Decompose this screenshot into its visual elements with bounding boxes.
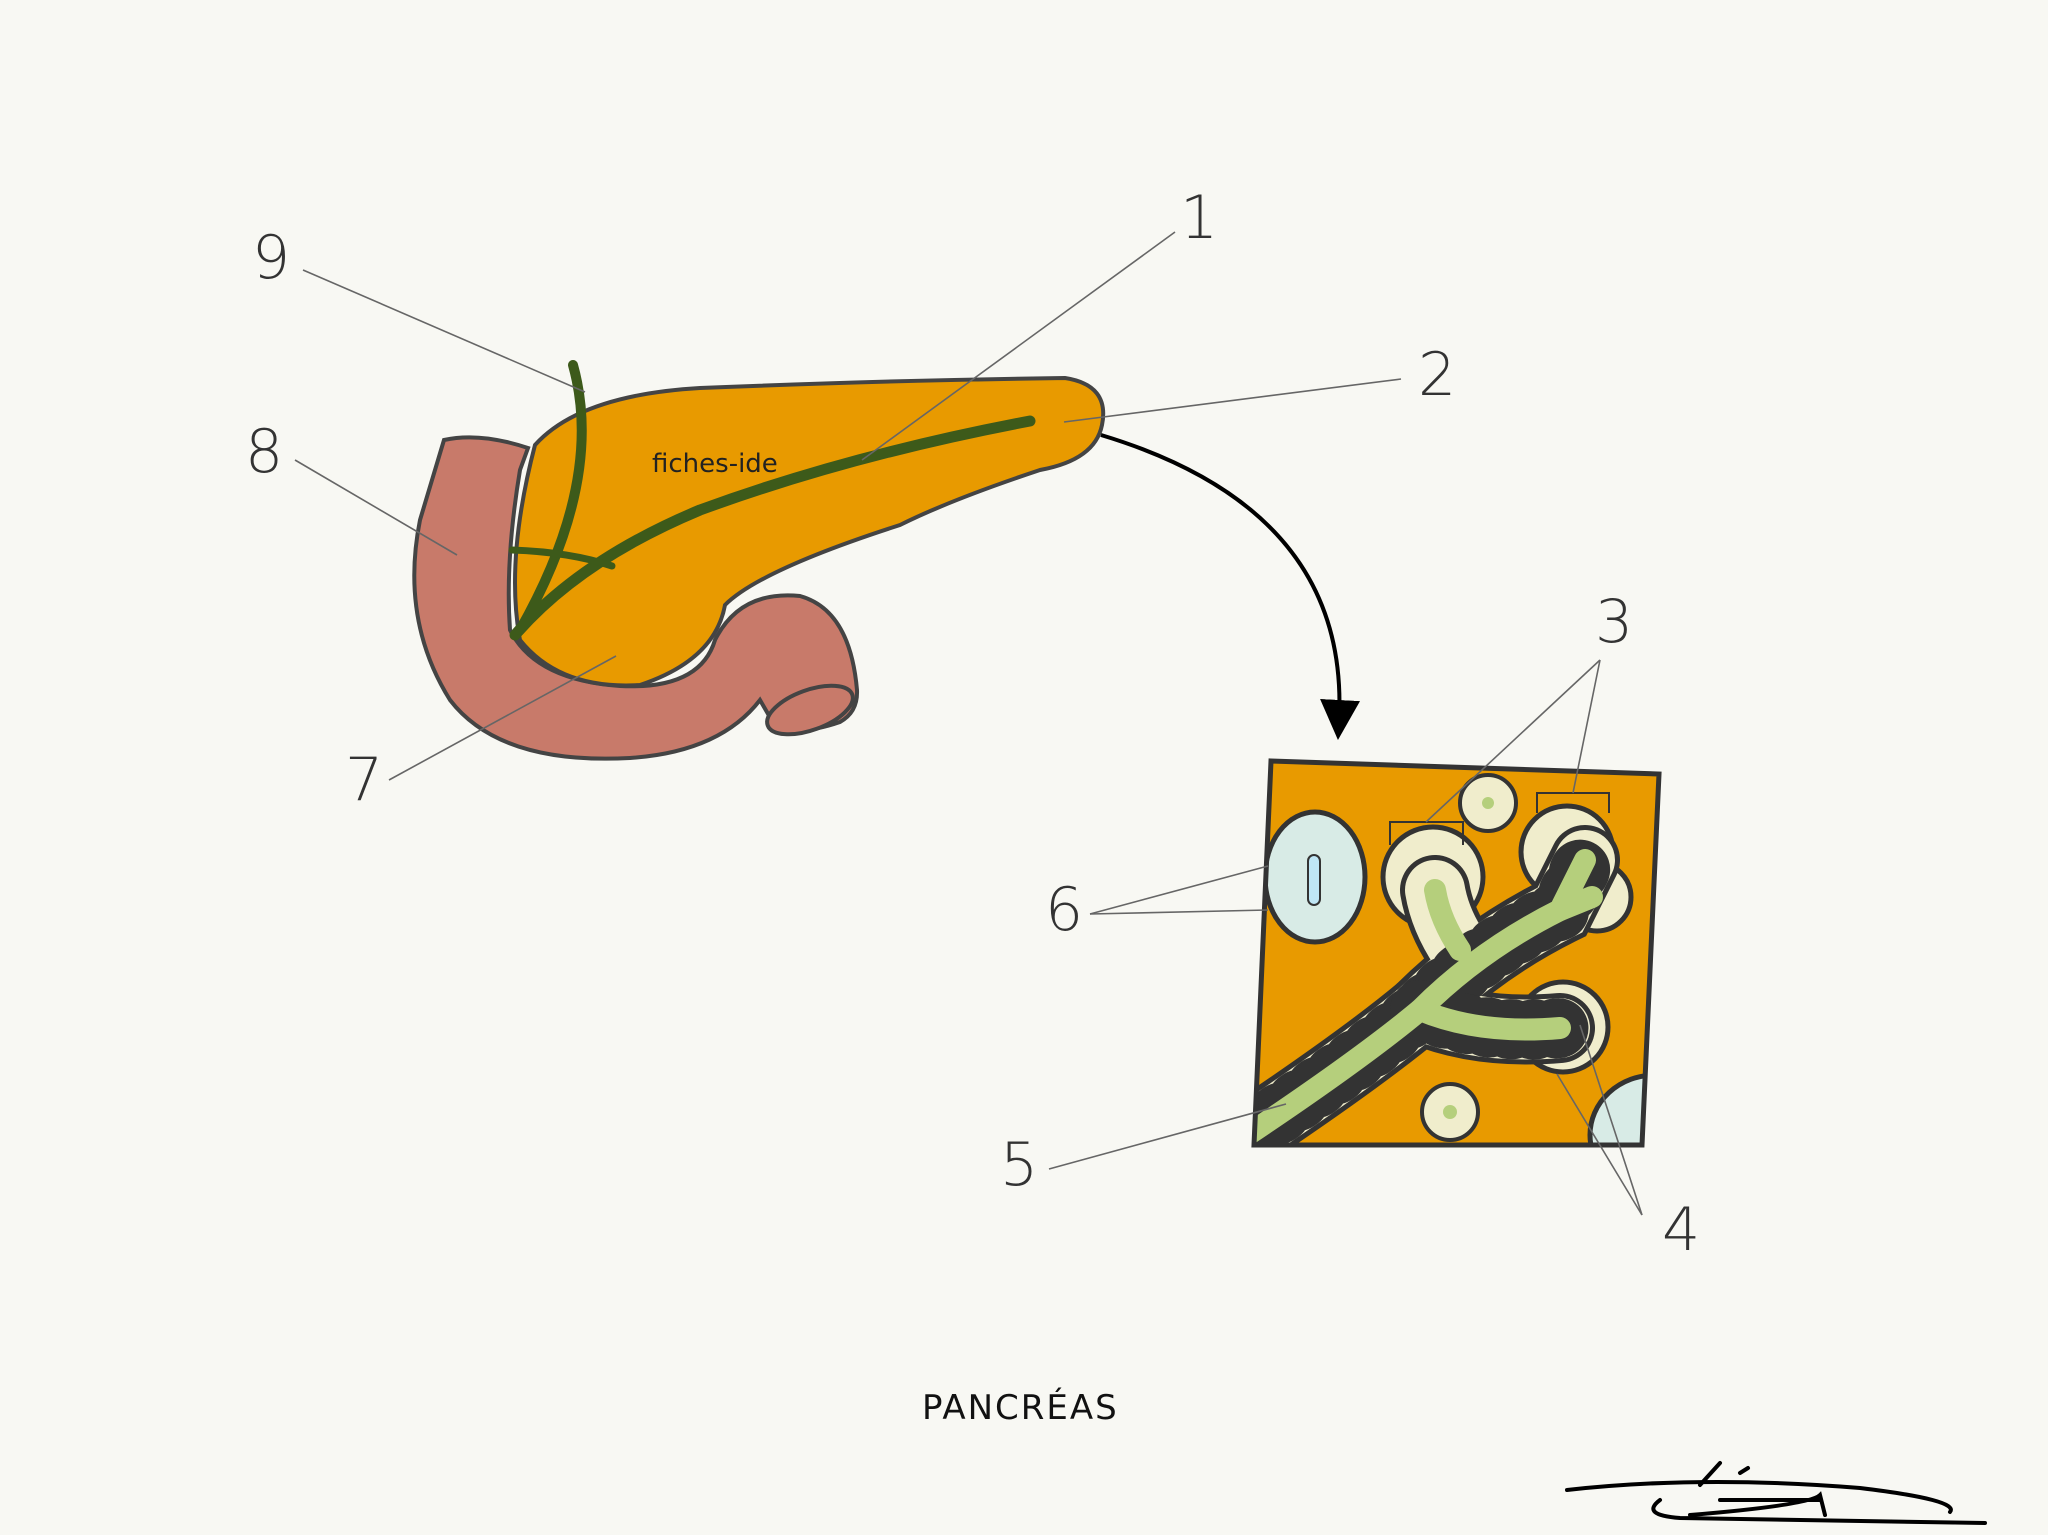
label-2: 2 [1418, 340, 1456, 410]
pancreas-body [513, 375, 1106, 688]
label-6: 6 [1045, 875, 1083, 945]
zoom-arrow [1100, 433, 1361, 740]
label-4: 4 [1662, 1195, 1700, 1265]
signature [1565, 1461, 1987, 1525]
diagram-title: PANCRÉAS [922, 1387, 1119, 1428]
label-9: 9 [252, 223, 290, 293]
excretory-duct [1254, 825, 1620, 1145]
label-8: 8 [245, 417, 283, 487]
label-7: 7 [345, 745, 383, 815]
acinus-inset [1251, 758, 1662, 1148]
leader-lines [294, 231, 1643, 1216]
label-3: 3 [1595, 587, 1633, 657]
label-1: 1 [1180, 183, 1218, 253]
pancreatic-ducts [508, 360, 1036, 641]
duodenum [412, 435, 860, 761]
label-5: 5 [1000, 1130, 1038, 1200]
watermark: fiches-ide [652, 449, 778, 479]
